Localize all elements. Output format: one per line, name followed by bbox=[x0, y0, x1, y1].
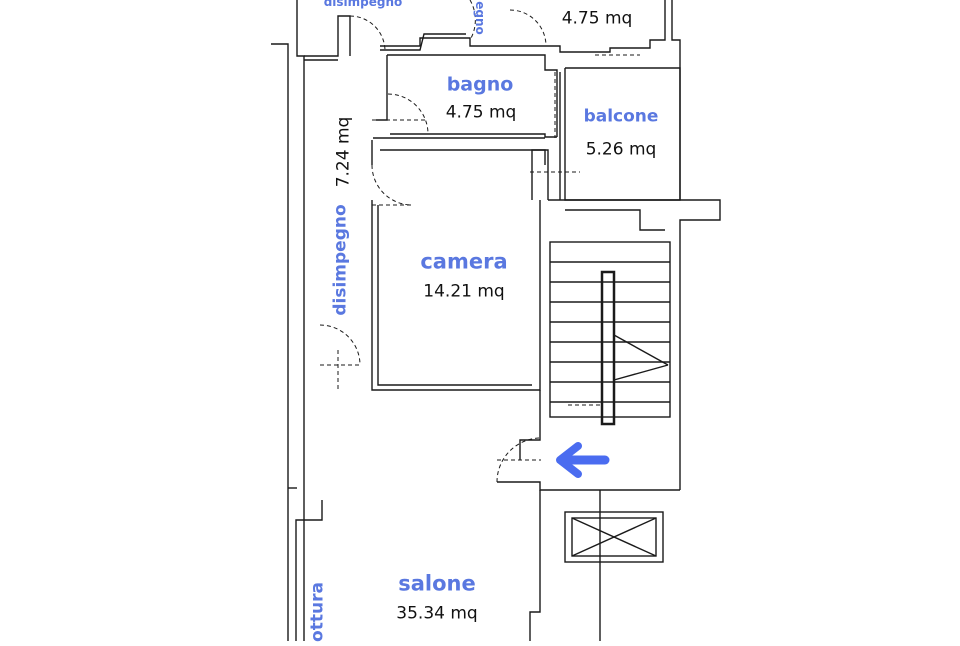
room-name-disimpegno-corridor: disimpegno bbox=[330, 204, 351, 316]
room-area-top: 4.75 mq bbox=[561, 8, 633, 29]
walls bbox=[271, 0, 721, 641]
room-area-disimpegno-corridor: 7.24 mq bbox=[333, 116, 354, 188]
arrow-left-icon bbox=[556, 442, 610, 478]
room-name-cucina-partial: ottura bbox=[307, 582, 328, 642]
room-area-salone: 35.34 mq bbox=[396, 603, 478, 624]
room-name-balcone: balcone bbox=[583, 106, 659, 127]
room-area-camera: 14.21 mq bbox=[423, 281, 505, 302]
room-name-top-partial: egno bbox=[473, 1, 487, 35]
room-name-camera: camera bbox=[420, 249, 508, 274]
room-area-balcone: 5.26 mq bbox=[585, 139, 657, 160]
room-name-disimpegno-top: disimpegno bbox=[323, 0, 403, 9]
room-name-salone: salone bbox=[398, 571, 476, 596]
room-area-bagno: 4.75 mq bbox=[445, 102, 517, 123]
room-name-bagno: bagno bbox=[446, 73, 514, 96]
door-swings bbox=[319, 0, 640, 483]
